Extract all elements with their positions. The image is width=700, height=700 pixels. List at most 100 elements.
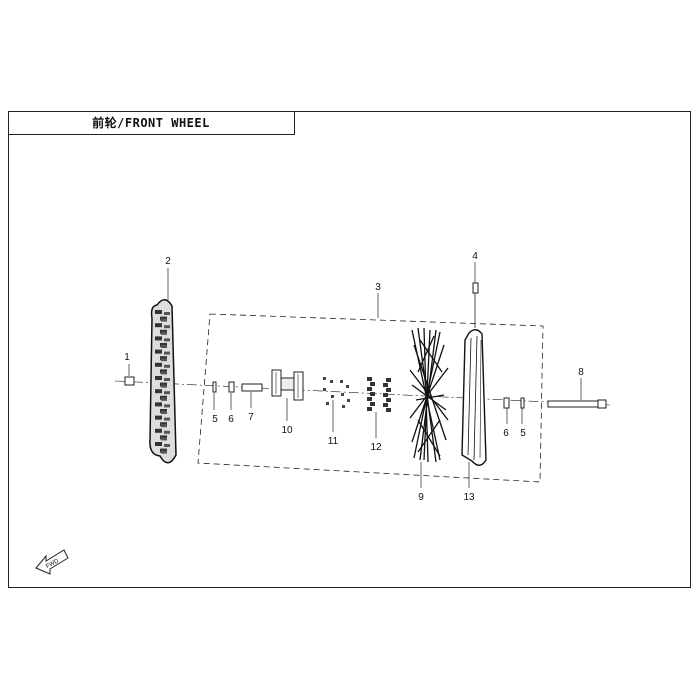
- center-axis: [114, 380, 611, 406]
- tread-block: [155, 323, 162, 328]
- tread-block: [161, 437, 167, 441]
- leader-lines: [128, 262, 582, 488]
- spoke: [417, 419, 441, 457]
- nipple: [341, 393, 344, 396]
- nipple: [331, 395, 334, 398]
- assembly-outline: [197, 313, 544, 483]
- tread-block: [164, 364, 170, 368]
- part-axle: [547, 399, 607, 409]
- callout-8: 8: [578, 367, 584, 378]
- nipple: [346, 385, 349, 388]
- spoke-nut: [367, 387, 372, 391]
- tread-block: [155, 336, 162, 341]
- part-seal-right: [520, 397, 525, 409]
- tread-block: [155, 389, 162, 394]
- callout-5-left: 5: [212, 414, 218, 425]
- spoke-nut: [386, 388, 391, 392]
- tread-block: [161, 450, 167, 454]
- callout-9: 9: [418, 492, 424, 503]
- tread-block: [161, 331, 167, 335]
- part-bearing-right: [503, 397, 510, 409]
- callout-3: 3: [375, 282, 381, 293]
- part-cap: [124, 376, 135, 386]
- callout-10: 10: [281, 425, 293, 436]
- callout-2: 2: [165, 256, 171, 267]
- spoke-nut: [383, 393, 388, 397]
- callout-6-left: 6: [228, 414, 234, 425]
- spoke-nut: [386, 398, 391, 402]
- spoke: [423, 329, 431, 461]
- callout-labels: 1 2 3 4 5 6 7 10 11 12 9 13 6 5 8: [124, 251, 584, 503]
- nipple: [330, 380, 333, 383]
- tread-block: [155, 415, 162, 420]
- spoke: [411, 384, 447, 411]
- spoke: [417, 335, 435, 373]
- tread-block: [164, 378, 170, 381]
- callout-5-right: 5: [520, 428, 526, 439]
- part-tire: [149, 299, 177, 464]
- tread-block: [164, 325, 170, 329]
- drawing-frame: [8, 111, 691, 588]
- callout-4: 4: [472, 251, 478, 262]
- tread-block: [155, 428, 162, 433]
- tread-block: [161, 384, 167, 388]
- diagram-title: 前轮/FRONT WHEEL: [92, 116, 210, 130]
- tread-block: [164, 417, 170, 421]
- fwd-arrow-icon: FWD: [35, 549, 69, 575]
- tread-block: [155, 349, 162, 354]
- part-spacer: [241, 383, 263, 392]
- tread-block: [164, 444, 170, 447]
- part-seal-left: [212, 381, 217, 393]
- callout-11: 11: [328, 436, 339, 447]
- part-spoke-nipples: [323, 377, 350, 408]
- spoke-nut: [386, 408, 391, 412]
- tread-block: [155, 362, 162, 367]
- tread-block: [164, 430, 170, 434]
- spoke-nut: [370, 392, 375, 396]
- callout-13: 13: [463, 492, 475, 503]
- spoke-nut: [367, 377, 372, 381]
- tread-block: [161, 411, 167, 414]
- spoke-nut: [383, 403, 388, 407]
- tread-block: [161, 318, 167, 322]
- part-spokes: [409, 327, 449, 463]
- spoke: [409, 369, 449, 421]
- tread-block: [164, 312, 170, 315]
- tread-block: [155, 310, 162, 314]
- tread-block: [161, 424, 167, 428]
- tread-block: [161, 358, 167, 362]
- callout-12: 12: [370, 442, 382, 453]
- tread-block: [164, 338, 170, 342]
- spoke: [417, 419, 441, 453]
- spoke-nut: [386, 378, 391, 382]
- spoke: [409, 367, 449, 419]
- tread-block: [164, 351, 170, 355]
- part-hub: [271, 369, 304, 401]
- part-valve: [472, 282, 479, 328]
- nipple: [323, 388, 326, 391]
- spoke-nut: [383, 383, 388, 387]
- part-spoke-nuts: [367, 377, 391, 412]
- spoke-nut: [367, 407, 372, 411]
- nipple: [340, 380, 343, 383]
- tread-block: [161, 371, 167, 375]
- tread-block: [155, 402, 162, 407]
- tire-tread: [155, 310, 170, 454]
- nipple: [347, 399, 350, 402]
- tread-block: [164, 391, 170, 395]
- nipple: [326, 402, 329, 405]
- title-box: 前轮/FRONT WHEEL: [8, 111, 295, 135]
- tread-block: [164, 404, 170, 408]
- callout-1: 1: [124, 352, 130, 363]
- callout-7: 7: [248, 412, 254, 423]
- tread-block: [155, 376, 162, 380]
- callout-6-right: 6: [503, 428, 509, 439]
- part-bearing-left: [228, 381, 235, 393]
- nipple: [323, 377, 326, 380]
- tread-block: [155, 442, 162, 446]
- spoke-nut: [370, 382, 375, 386]
- spoke-nut: [370, 402, 375, 406]
- nipple: [342, 405, 345, 408]
- tread-block: [161, 397, 167, 401]
